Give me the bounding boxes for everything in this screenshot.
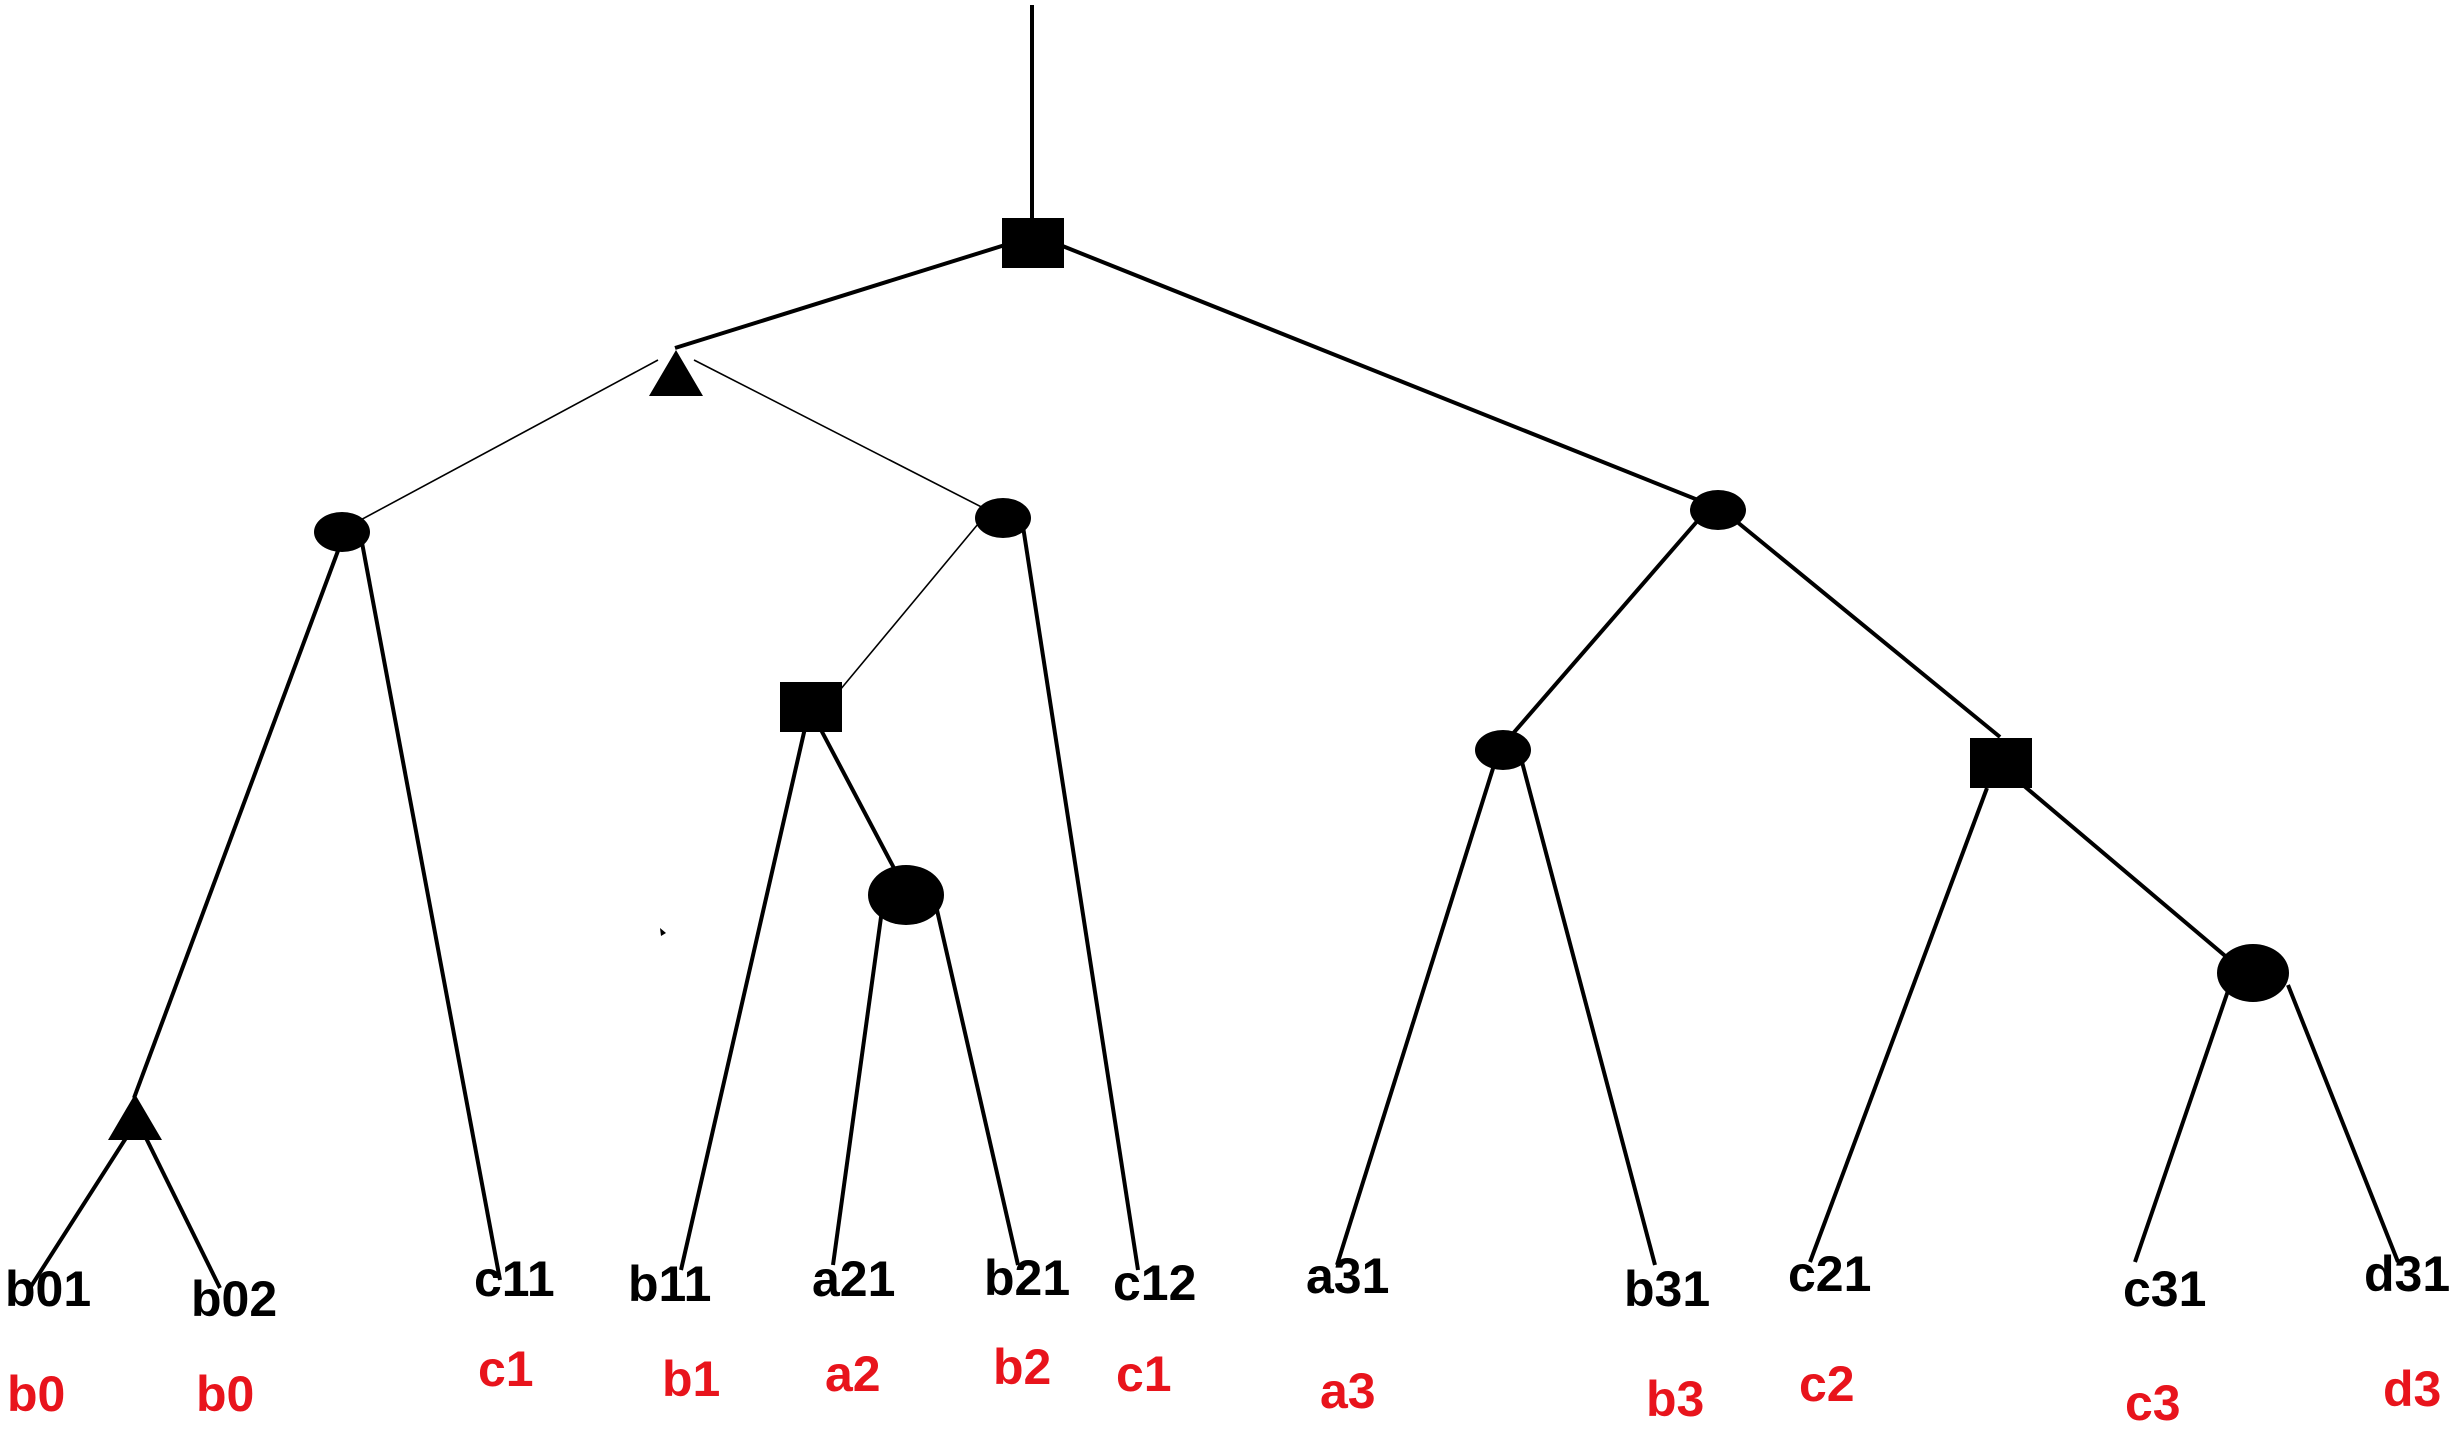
leaf-label-b02: b02 — [191, 1271, 277, 1327]
group-label-b02: b0 — [196, 1366, 254, 1422]
group-label-b11: b1 — [662, 1351, 720, 1407]
edge-large-circle-to-c31 — [2133, 984, 2232, 1263]
group-label-a21: a2 — [825, 1346, 881, 1402]
edge-root-to-triangle — [674, 243, 1006, 350]
edge-triangle-to-left-circle — [341, 359, 659, 531]
edge-triangle-to-b02 — [144, 1137, 222, 1289]
leaf-label-c12: c12 — [1113, 1255, 1196, 1311]
right-circle-node — [1690, 490, 1746, 530]
leaf-label-b31: b31 — [1624, 1261, 1710, 1317]
edge-large-circle-to-a21 — [831, 909, 884, 1266]
stray-mark — [660, 928, 666, 936]
group-label-b01: b0 — [7, 1366, 65, 1422]
edge-left-circle-to-triangle — [132, 531, 347, 1099]
group-label-c31: c3 — [2125, 1375, 2181, 1431]
lower-triangle-node — [108, 1094, 162, 1140]
edge-right-circle-to-square — [1734, 519, 2002, 739]
edge-triangle-to-b01 — [28, 1136, 128, 1290]
edge-right-circle-to-small-circle — [1501, 516, 1702, 747]
edge-square-to-large-circle-right — [2021, 783, 2232, 962]
leaf-label-c21: c21 — [1788, 1246, 1871, 1302]
mid-square-node — [780, 682, 842, 732]
leaf-label-c31: c31 — [2123, 1261, 2206, 1317]
edge-root-to-right-clade — [1059, 243, 1719, 510]
group-label-c21: c2 — [1799, 1356, 1855, 1412]
mid-circle-node — [975, 498, 1031, 538]
right-square-node — [1970, 738, 2032, 788]
group-label-b31: b3 — [1646, 1371, 1704, 1427]
leaf-group-labels: b0 b0 c1 b1 a2 b2 c1 a3 b3 c2 c3 d3 — [7, 1339, 2441, 1431]
group-label-d31: d3 — [2383, 1361, 2441, 1417]
edge-square-to-large-circle — [818, 727, 897, 871]
upper-triangle-node — [649, 350, 703, 396]
large-circle-node-right — [2217, 944, 2289, 1002]
edge-mid-circle-to-square — [839, 511, 989, 691]
root-square-node — [1002, 218, 1064, 268]
group-label-b21: b2 — [993, 1339, 1051, 1395]
edge-square-to-b11 — [679, 727, 807, 1271]
edge-left-circle-to-c11 — [358, 531, 502, 1281]
edge-square-to-c21 — [1808, 787, 1989, 1263]
leaf-label-c11: c11 — [474, 1251, 555, 1307]
tree-edges — [28, 5, 2400, 1290]
edge-small-circle-to-b31 — [1520, 761, 1657, 1266]
group-label-c11: c1 — [478, 1341, 534, 1397]
large-circle-node — [868, 865, 944, 925]
leaf-label-d31: d31 — [2364, 1246, 2450, 1302]
small-circle-node — [1475, 730, 1531, 770]
edge-large-circle-to-b21 — [935, 909, 1020, 1266]
leaf-label-a31: a31 — [1306, 1248, 1389, 1304]
group-label-a31: a3 — [1320, 1363, 1376, 1419]
edge-large-circle-to-d31 — [2286, 984, 2400, 1263]
edge-mid-circle-to-c12 — [1020, 519, 1140, 1271]
leaf-label-b11: b11 — [628, 1256, 711, 1312]
leaf-label-a21: a21 — [812, 1251, 895, 1307]
leaf-label-b21: b21 — [984, 1250, 1070, 1306]
leaf-name-labels: b01 b02 c11 b11 a21 b21 c12 a31 b31 c21 … — [5, 1246, 2450, 1327]
tree-nodes — [108, 218, 2289, 1140]
edge-small-circle-to-a31 — [1335, 761, 1497, 1266]
edge-triangle-to-mid-circle — [693, 359, 1004, 519]
group-label-c12: c1 — [1116, 1346, 1172, 1402]
leaf-label-b01: b01 — [5, 1261, 91, 1317]
left-circle-node — [314, 512, 370, 552]
